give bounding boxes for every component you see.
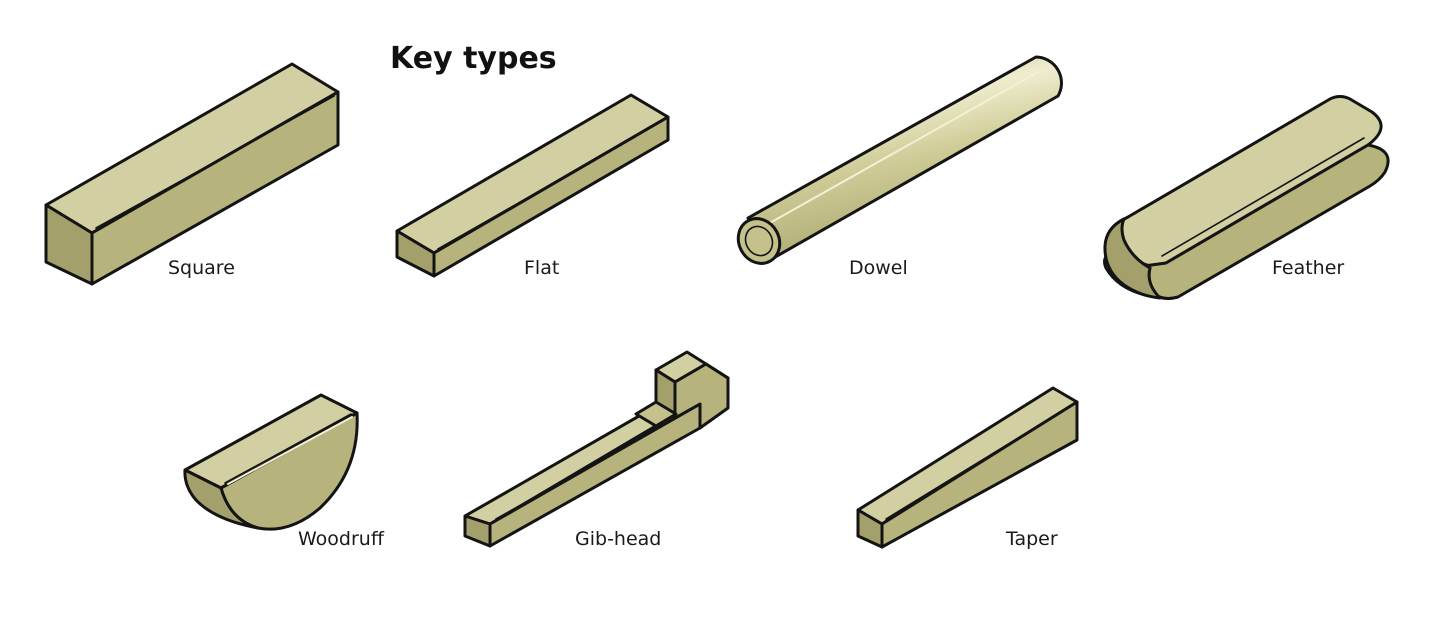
woodruff-key-shape: [183, 393, 359, 531]
dowel-key-shape: [736, 55, 1063, 265]
key-label-square: Square: [168, 257, 235, 279]
square-key-shape: [44, 62, 340, 286]
key-label-feather: Feather: [1272, 257, 1344, 279]
key-label-gib-head: Gib-head: [575, 528, 661, 550]
feather-key-shape: [1103, 95, 1390, 300]
diagram-title: Key types: [390, 41, 557, 76]
taper-key-shape: [856, 386, 1079, 549]
key-label-flat: Flat: [524, 257, 559, 279]
gib-head-key-shape: [463, 350, 730, 548]
key-label-dowel: Dowel: [849, 257, 908, 279]
key-label-woodruff: Woodruff: [298, 528, 385, 550]
key-label-taper: Taper: [1005, 528, 1058, 550]
flat-key-shape: [395, 93, 670, 278]
